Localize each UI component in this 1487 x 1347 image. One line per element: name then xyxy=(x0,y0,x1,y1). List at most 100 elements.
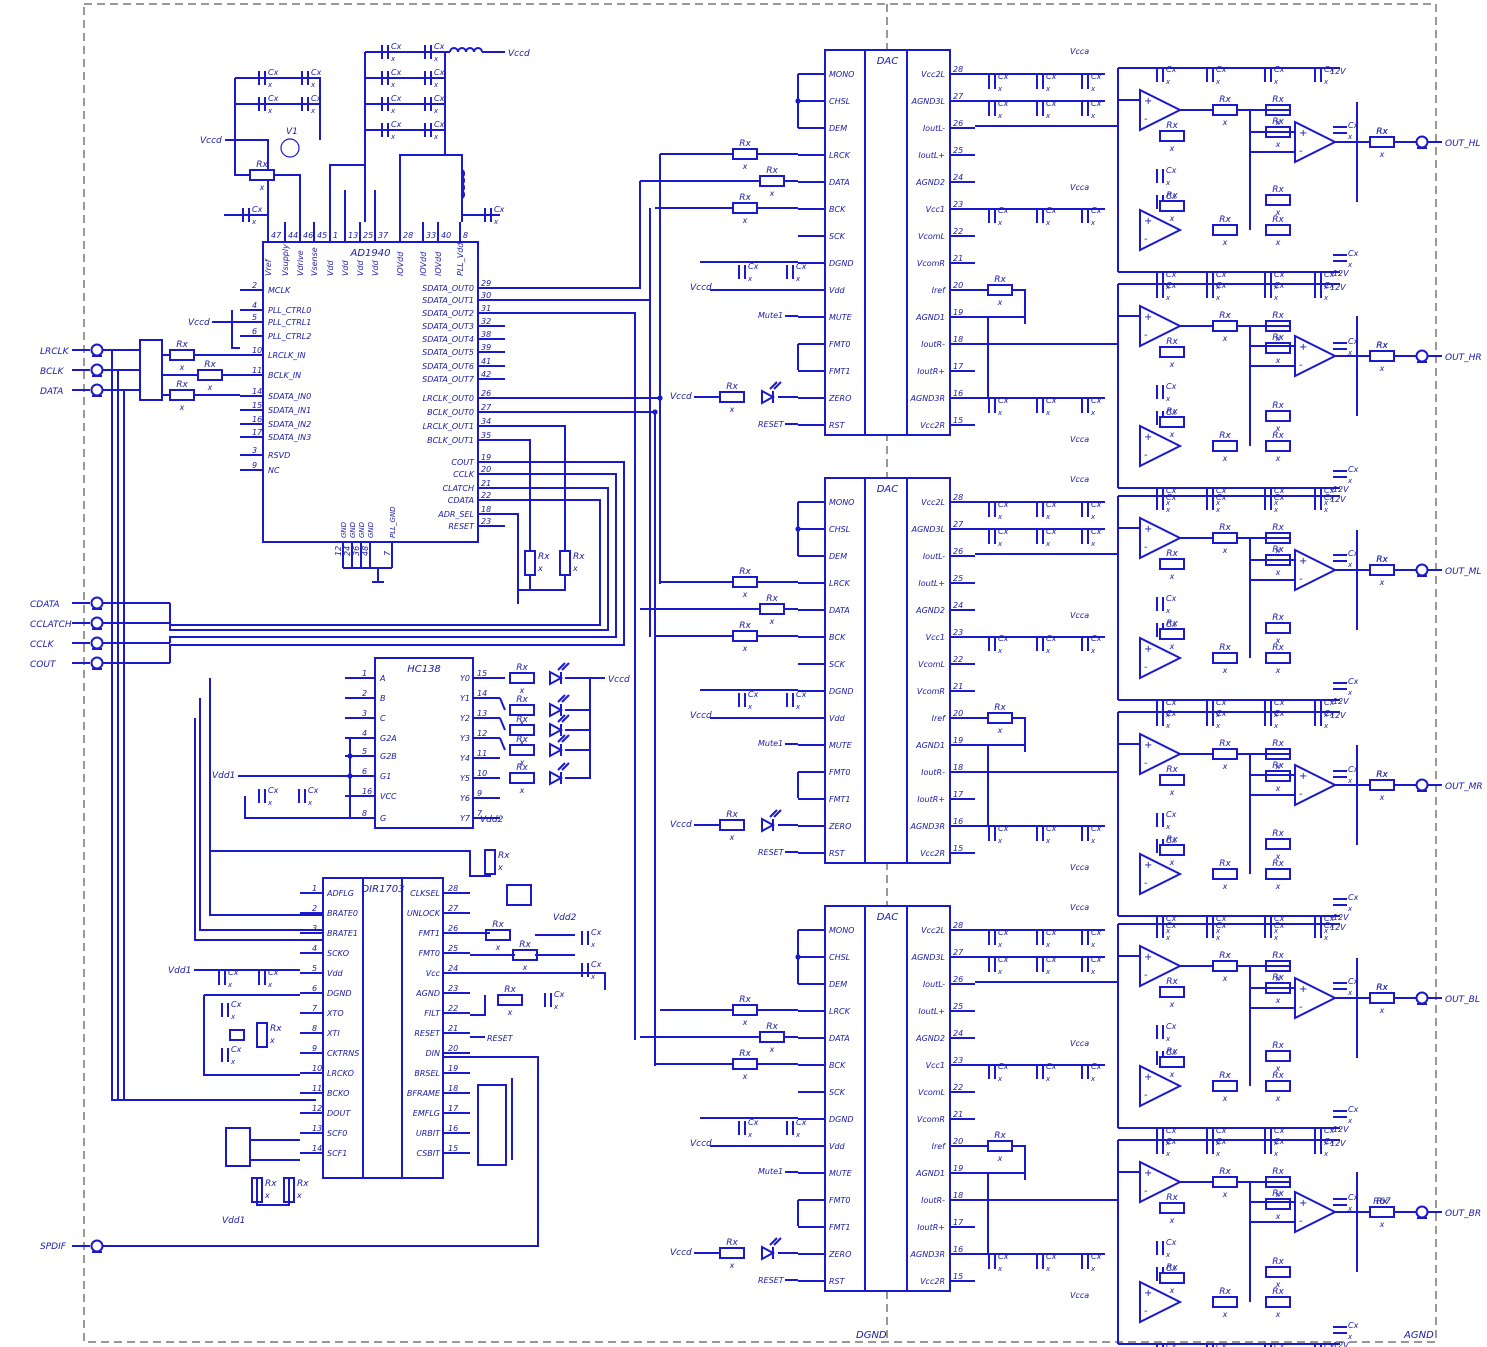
pin-label: XTO xyxy=(326,1009,344,1018)
wire xyxy=(210,850,491,877)
pin-label: MCLK xyxy=(268,286,291,295)
capacitor-label: Cx xyxy=(1046,928,1057,937)
pin-number: 15 xyxy=(953,844,963,853)
capacitor-value: x xyxy=(1165,506,1171,514)
vdd2-label: Vdd2 xyxy=(553,913,577,923)
resistor-value: x xyxy=(1169,1000,1175,1009)
capacitor-label: Cx xyxy=(1216,1126,1227,1135)
vcca-label: Vcca xyxy=(1070,183,1089,192)
capacitor-label: Cx xyxy=(1324,914,1335,923)
pin-label: DATA xyxy=(829,1034,850,1043)
capacitor-label: Cx xyxy=(1348,337,1359,346)
pin-number: 35 xyxy=(481,431,491,440)
capacitor-label: Cx xyxy=(1091,824,1102,833)
resistor xyxy=(1159,1202,1185,1214)
pin-number: 7 xyxy=(383,550,392,556)
capacitor-value: x xyxy=(251,218,257,226)
resistor-label: Rx xyxy=(739,193,751,203)
resistor-value: x xyxy=(572,564,578,573)
pin-number: 19 xyxy=(953,308,963,317)
capacitor-label: Cx xyxy=(1091,955,1102,964)
pin-number: 24 xyxy=(953,1029,963,1038)
capacitor-value: x xyxy=(997,1265,1003,1273)
capacitor-label: Cx xyxy=(1166,709,1177,718)
resistor-value: x xyxy=(1275,334,1281,343)
wire xyxy=(169,461,625,663)
resistor-value: x xyxy=(1275,208,1281,217)
resistor xyxy=(1159,1272,1185,1284)
led-icon xyxy=(761,817,776,833)
capacitor-value: x xyxy=(267,81,273,89)
capacitor-label: Cx xyxy=(1348,977,1359,986)
led-ray xyxy=(561,694,570,703)
pin-label: AGND3L xyxy=(911,525,945,534)
led-ray xyxy=(773,1237,782,1246)
capacitor-label: Cx xyxy=(1348,121,1359,130)
capacitor-label: Cx xyxy=(554,990,565,999)
pin-number: 11 xyxy=(312,1084,322,1093)
pin-label: IOVdd xyxy=(396,251,405,276)
opamp-minus: - xyxy=(1144,1186,1148,1197)
vccd-label: Vccd xyxy=(508,49,530,59)
resistor xyxy=(509,704,535,716)
pin-number: 21 xyxy=(953,254,963,263)
pin-number: 19 xyxy=(448,1064,458,1073)
resistor-value: x xyxy=(997,726,1003,735)
pin-number: 23 xyxy=(448,984,458,993)
pin-label: BRSEL xyxy=(414,1069,440,1078)
pin-number: 27 xyxy=(448,904,459,913)
opamp-plus: + xyxy=(1144,312,1152,323)
pin-label: MONO xyxy=(829,498,854,507)
capacitor-value: x xyxy=(390,81,396,89)
capacitor-value: x xyxy=(1273,711,1279,719)
pin-label: DATA xyxy=(829,178,850,187)
minus12-label: -12V xyxy=(1330,1341,1349,1347)
capacitor-value: x xyxy=(1273,506,1279,514)
resistor-value: x xyxy=(1222,238,1228,247)
capacitor-label: Cx xyxy=(1046,824,1057,833)
resistor xyxy=(1265,342,1291,354)
pin-number: 4 xyxy=(362,729,367,738)
wire xyxy=(565,678,591,779)
resistor-value: x xyxy=(1275,1310,1281,1319)
capacitor-label: Cx xyxy=(1324,281,1335,290)
pin-label: PLL_CTRL1 xyxy=(268,318,311,327)
capacitor-label: Cx xyxy=(1324,65,1335,74)
resistor-label: Rx xyxy=(204,360,216,370)
resistor-label: Rx xyxy=(1219,739,1231,749)
capacitor-value: x xyxy=(1273,78,1279,86)
capacitor-value: x xyxy=(553,1003,559,1011)
dir1703-chip xyxy=(322,877,444,1179)
capacitor-value: x xyxy=(1090,837,1096,845)
pin-label: Y7 xyxy=(460,814,471,823)
capacitor-value: x xyxy=(997,941,1003,949)
capacitor-label: Cx xyxy=(1216,270,1227,279)
pin-label: Y6 xyxy=(460,794,470,803)
resistor-label: Rx xyxy=(1272,829,1284,839)
pin-label: PLL_CTRL0 xyxy=(268,306,311,315)
pin-label: UNLOCK xyxy=(407,909,441,918)
pin-label: Vcc2L xyxy=(921,498,945,507)
resistor-label: Rx xyxy=(1219,311,1231,321)
pin-label: SCKO xyxy=(327,949,349,958)
capacitor-label: Cx xyxy=(1166,408,1177,417)
pin-label: SCK xyxy=(829,1088,846,1097)
capacitor-label: Cx xyxy=(1046,527,1057,536)
wire xyxy=(505,208,651,301)
resistor-label: Rx xyxy=(739,995,751,1005)
resistor xyxy=(1369,350,1395,362)
capacitor-label: Cx xyxy=(1091,396,1102,405)
pin-number: 2 xyxy=(312,904,317,913)
wire xyxy=(505,513,519,590)
junction-dot xyxy=(347,773,353,779)
resistor-value: x xyxy=(742,644,748,653)
resistor-value: x xyxy=(1275,568,1281,577)
capacitor-value: x xyxy=(590,973,596,981)
capacitor-label: Cx xyxy=(1166,65,1177,74)
pin-number: 7 xyxy=(312,1004,318,1013)
capacitor-value: x xyxy=(1347,1333,1353,1341)
pin-number: 8 xyxy=(312,1024,317,1033)
pin-label: FILT xyxy=(424,1009,441,1018)
pin-label: Vdd xyxy=(829,286,846,295)
pin-number: 17 xyxy=(252,428,263,437)
